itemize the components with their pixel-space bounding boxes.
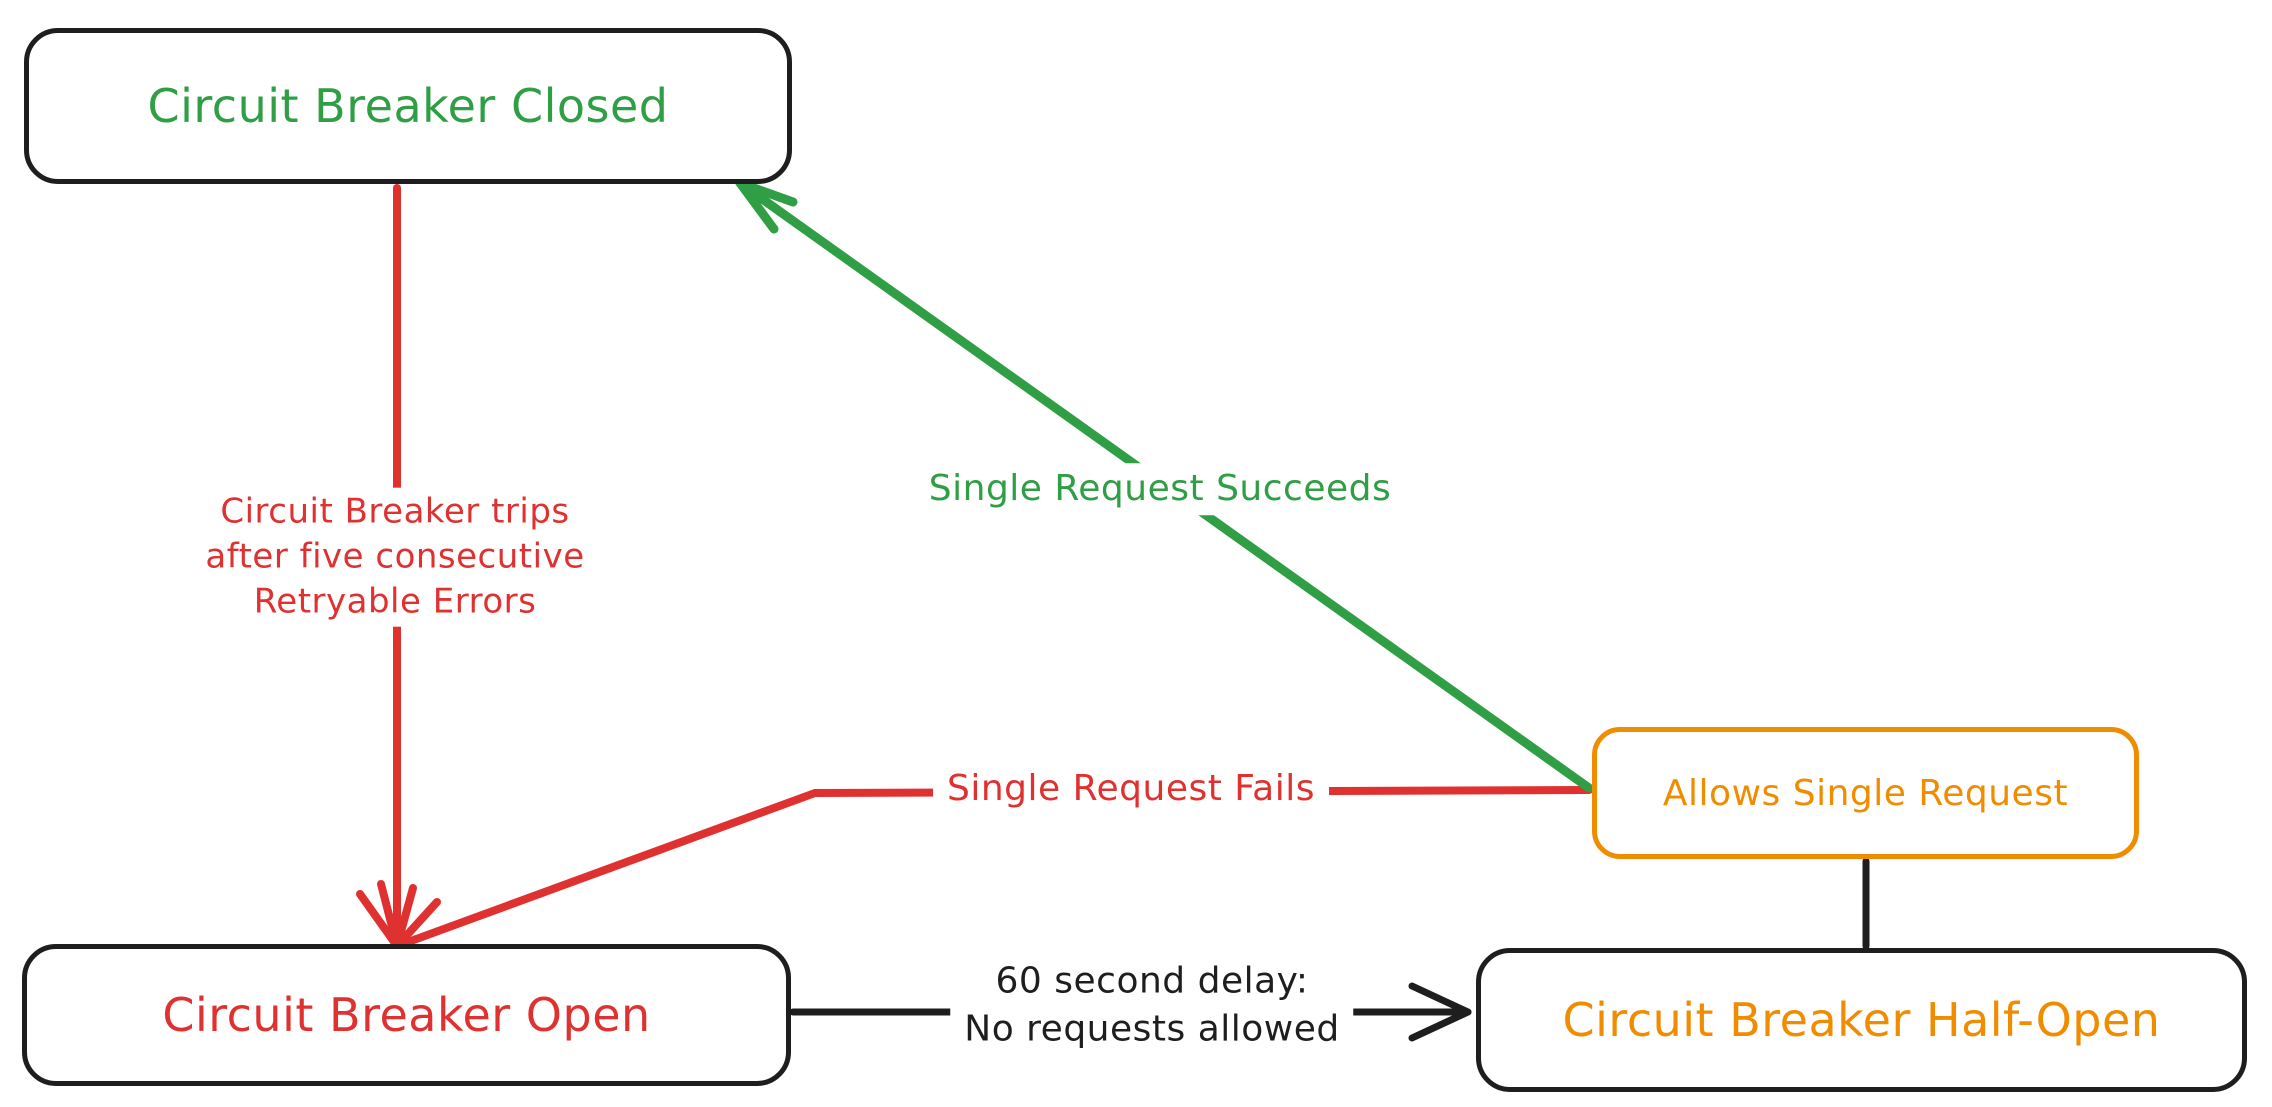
succeeds-arrowhead: [735, 178, 779, 234]
node-circuit-breaker-open: Circuit Breaker Open: [22, 944, 791, 1086]
fails-arrow: [396, 786, 1593, 949]
node-circuit-breaker-closed-label: Circuit Breaker Closed: [147, 79, 669, 133]
succeeds-arrowhead: [735, 178, 798, 207]
delay-arrowhead: [1408, 1008, 1472, 1042]
delay-arrowhead: [1408, 982, 1472, 1016]
trips-arrowhead: [393, 898, 441, 950]
node-circuit-breaker-half-open: Circuit Breaker Half-Open: [1476, 948, 2247, 1092]
node-circuit-breaker-open-label: Circuit Breaker Open: [162, 988, 651, 1042]
fails-arrow-line: [396, 786, 1593, 949]
node-circuit-breaker-closed: Circuit Breaker Closed: [24, 28, 792, 184]
node-allows-single-request-label: Allows Single Request: [1662, 772, 2069, 814]
node-circuit-breaker-half-open-label: Circuit Breaker Half-Open: [1562, 993, 2161, 1047]
trips-arrowhead: [377, 880, 401, 950]
edge-label-fails: Single Request Fails: [932, 763, 1330, 815]
edge-label-succeeds: Single Request Succeeds: [914, 463, 1406, 515]
trips-arrowhead: [393, 884, 417, 950]
node-allows-single-request: Allows Single Request: [1592, 727, 2139, 859]
edge-label-trips: Circuit Breaker trips after five consecu…: [191, 487, 599, 627]
edge-label-delay: 60 second delay: No requests allowed: [950, 955, 1354, 1055]
